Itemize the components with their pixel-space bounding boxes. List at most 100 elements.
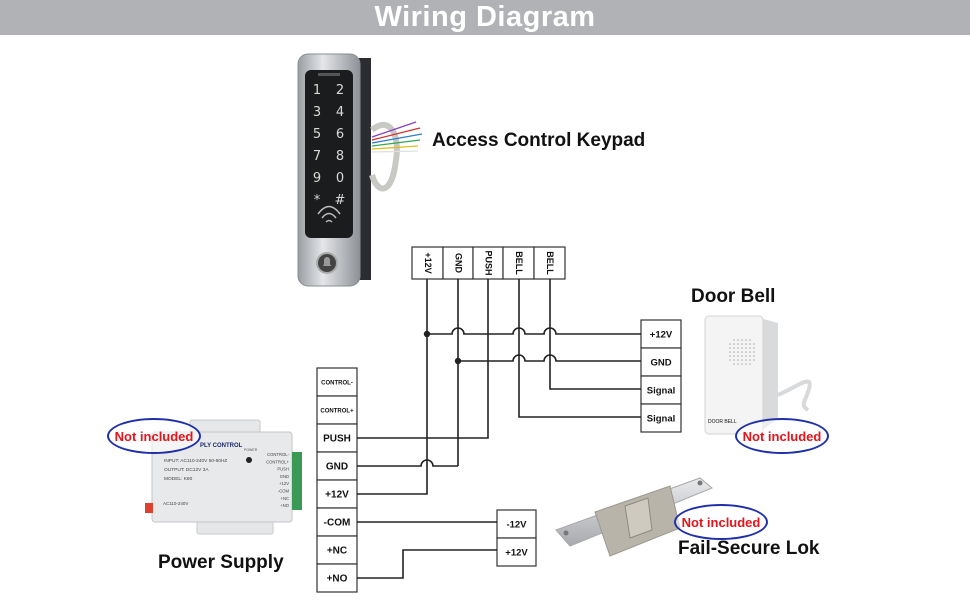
psu-terminal — [316, 563, 358, 593]
grille-hole — [753, 351, 755, 353]
psu-terminal-label: CONTROL- — [321, 381, 353, 387]
wire-bell-gnd — [458, 354, 641, 362]
grille-hole — [749, 363, 751, 365]
keypad-terminal — [472, 246, 504, 280]
wires — [357, 279, 641, 579]
grille-hole — [745, 339, 747, 341]
lock-terminal — [496, 509, 537, 539]
psu-terminal — [316, 507, 358, 537]
grille-hole — [737, 359, 739, 361]
psu-terminal-label: +NC — [327, 546, 347, 557]
keypad-key: # — [335, 193, 346, 208]
keypad-key: 3 — [313, 105, 321, 120]
grille-hole — [737, 351, 739, 353]
doorbell-side — [760, 318, 778, 432]
psu-terminal-label: CONTROL+ — [320, 409, 354, 415]
grille-hole — [729, 347, 731, 349]
wire-bell2 — [549, 279, 641, 390]
grille-hole — [753, 359, 755, 361]
psu-not-included-badge: Not included — [107, 418, 201, 454]
psu-terminal-label: GND — [326, 462, 348, 473]
lock-terminal-label: -12V — [506, 520, 527, 531]
psu-panel-line: MODEL: K80 — [164, 476, 193, 482]
keypad-key: 4 — [336, 105, 344, 120]
keypad-panel — [305, 70, 353, 238]
keypad-key: 2 — [336, 83, 344, 98]
grille-hole — [737, 363, 739, 365]
psu-panel-line: OUTPUT: DC12V 3A — [164, 467, 209, 473]
psu-side-label: +NO — [280, 503, 289, 508]
grille-hole — [749, 351, 751, 353]
psu-terminal-label: +NO — [327, 574, 348, 585]
keypad-terminal-label: BELL — [514, 251, 524, 275]
grille-hole — [741, 359, 743, 361]
psu-terminal — [316, 535, 358, 565]
psu-power-text: POWER — [244, 448, 258, 452]
psu-badge-text: Not included — [114, 428, 194, 444]
grille-hole — [733, 339, 735, 341]
psu-side-label: +12V — [279, 481, 289, 486]
grille-hole — [733, 363, 735, 365]
doorbell-device: DOOR BELL — [704, 315, 812, 435]
doorbell-terminal-label: Signal — [647, 386, 676, 397]
grille-hole — [745, 363, 747, 365]
psu-side-label: CONTROL+ — [266, 459, 289, 464]
doorbell-label: Door Bell — [691, 286, 776, 307]
grille-hole — [733, 343, 735, 345]
grille-hole — [741, 339, 743, 341]
junction-dot — [423, 330, 431, 338]
grille-hole — [753, 355, 755, 357]
grille-hole — [737, 347, 739, 349]
grille-hole — [749, 347, 751, 349]
psu-power-led — [246, 457, 252, 463]
grille-hole — [729, 359, 731, 361]
doorbell-speaker-grille — [729, 339, 755, 365]
keypad-key: 9 — [313, 171, 321, 186]
keypad-terminal-label: BELL — [545, 251, 555, 275]
grille-hole — [749, 355, 751, 357]
grille-hole — [749, 359, 751, 361]
grille-hole — [737, 343, 739, 345]
psu-terminals — [292, 452, 302, 510]
wire-push — [357, 279, 489, 439]
grille-hole — [729, 351, 731, 353]
grille-hole — [745, 347, 747, 349]
keypad-key: 6 — [336, 127, 344, 142]
doorbell-terminal-label: GND — [650, 358, 671, 369]
keypad-key: 0 — [336, 171, 344, 186]
doorbell-terminal — [640, 403, 682, 433]
psu-panel-line: INPUT: AC110-240V 50-60HZ — [164, 458, 227, 464]
keypad-label: Access Control Keypad — [432, 130, 646, 151]
grille-hole — [745, 359, 747, 361]
psu-terminal — [316, 395, 358, 425]
bell-glyph-icon — [323, 257, 331, 266]
keypad-key: 1 — [313, 83, 321, 98]
psu-side-label: +NC — [281, 496, 290, 501]
grille-hole — [729, 343, 731, 345]
grille-hole — [749, 339, 751, 341]
wire-12v — [357, 279, 428, 495]
psu-terminal — [316, 367, 358, 397]
keypad-wires — [371, 121, 423, 153]
grille-hole — [745, 343, 747, 345]
psu-terminal-label: PUSH — [323, 434, 351, 445]
lock-terminal — [496, 537, 537, 567]
wire-no-to-lock — [357, 549, 497, 579]
psu-side-label: PUSH — [277, 467, 289, 472]
grille-hole — [733, 351, 735, 353]
doorbell-not-included-badge: Not included — [735, 418, 829, 454]
page-title: Wiring Diagram — [374, 1, 596, 33]
grille-hole — [749, 343, 751, 345]
keypad-key: * — [314, 193, 321, 208]
grille-hole — [753, 347, 755, 349]
grille-hole — [733, 355, 735, 357]
doorbell-badge-text: Not included — [742, 428, 822, 444]
wire-gnd — [357, 459, 458, 467]
psu-terminal-label: -COM — [324, 518, 351, 529]
lock-not-included-badge: Not included — [674, 504, 768, 540]
